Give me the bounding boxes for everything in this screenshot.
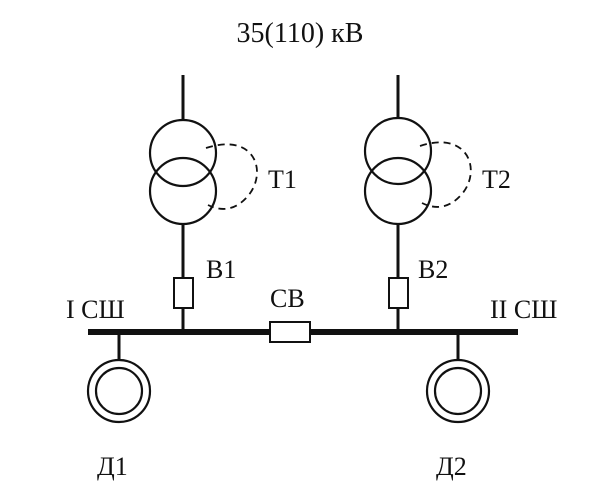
left-feeder: T1 B1 <box>148 75 297 332</box>
transformer-t1-dashed-arc <box>205 143 258 210</box>
right-feeder: T2 B2 <box>363 75 511 332</box>
breaker-b2 <box>388 277 409 309</box>
sectional-breaker-label: CB <box>270 284 305 313</box>
breaker-b1 <box>173 277 194 309</box>
motor-d2-label: Д2 <box>436 452 467 481</box>
motor-d2 <box>425 332 491 424</box>
transformer-t2-dashed-arc <box>419 141 472 208</box>
voltage-title: 35(110) кВ <box>237 18 364 49</box>
transformer-t1 <box>148 118 258 226</box>
transformer-t1-primary-winding <box>148 118 218 188</box>
motor-d1 <box>86 332 152 424</box>
breaker-b1-label: B1 <box>206 255 236 284</box>
transformer-t1-label: T1 <box>268 165 297 194</box>
bus-section-2-label: II СШ <box>490 295 557 324</box>
transformer-t2-secondary-winding <box>363 156 433 226</box>
transformer-t1-secondary-winding <box>148 156 218 226</box>
breaker-b2-label: B2 <box>418 255 448 284</box>
motor-d2-inner-ring <box>433 366 483 416</box>
transformer-t2 <box>363 116 472 226</box>
motor-d1-inner-ring <box>94 366 144 416</box>
transformer-t2-label: T2 <box>482 165 511 194</box>
sectional-breaker <box>269 321 311 343</box>
bus-section-1-label: I СШ <box>66 295 125 324</box>
motor-d1-outer-ring <box>86 358 152 424</box>
motor-d2-outer-ring <box>425 358 491 424</box>
motor-d1-label: Д1 <box>97 452 128 481</box>
transformer-t2-primary-winding <box>363 116 433 186</box>
